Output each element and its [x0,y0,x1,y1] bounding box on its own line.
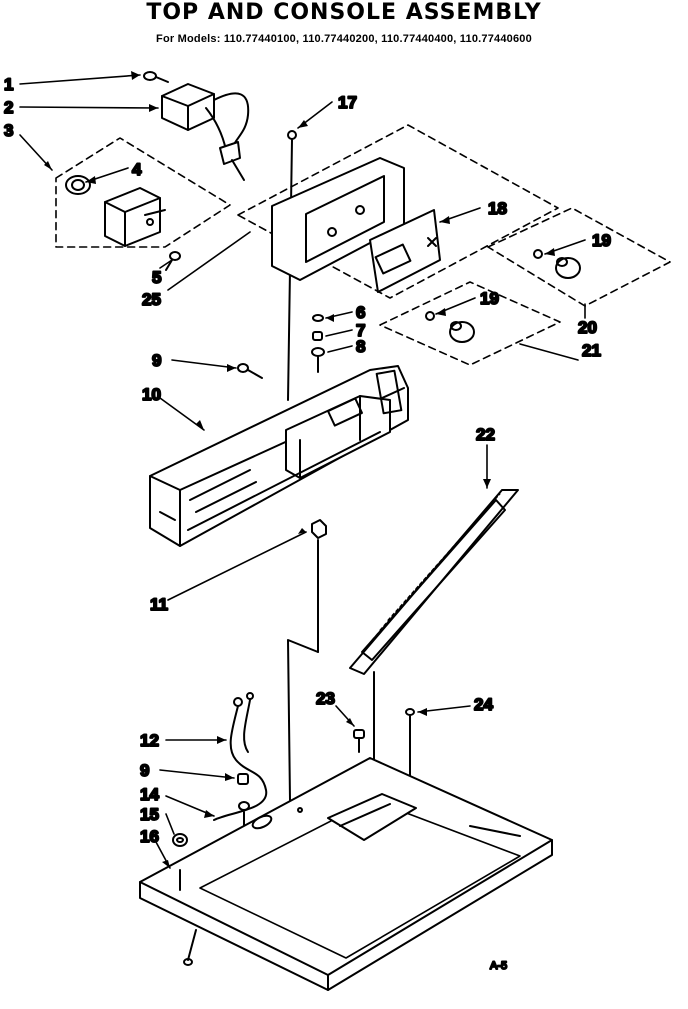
callout-11: 11 [150,595,168,614]
dashed-group-outlines [55,124,671,366]
callout-18: 18 [488,199,507,218]
fasteners-parts-6-7-8 [311,314,325,373]
callout-10: 10 [142,385,161,404]
console-part-10 [149,365,409,547]
callout-24: 24 [474,695,493,714]
callout-19-lower: 19 [480,289,499,308]
diagram-title: TOP AND CONSOLE ASSEMBLY [146,0,542,25]
timer-group-box [55,137,231,248]
callout-15: 15 [140,805,159,824]
callout-9-lower: 9 [140,761,149,780]
callout-16: 16 [140,827,159,846]
callout-8: 8 [356,337,365,356]
leader-arrowheads [44,71,555,868]
screw-part-24 [405,708,415,777]
callout-21: 21 [582,341,601,360]
callout-5: 5 [152,268,161,287]
callout-20: 20 [578,318,597,337]
callout-22: 22 [476,425,495,444]
callout-7: 7 [356,321,365,340]
screw-part-5 [165,251,181,271]
drawing-code: A-5 [490,960,507,972]
switch-part-2 [161,83,250,181]
timer-part-3 [104,187,166,247]
callout-4: 4 [132,160,142,179]
knob-group-box-lower [379,281,561,366]
lint-screen-part-22 [349,489,519,811]
knob-part-4 [65,175,91,195]
wire-harness-part-12 [213,692,268,821]
callout-9-upper: 9 [152,351,161,370]
model-numbers: For Models: 110.77440100, 110.77440200, … [156,33,532,45]
screw-part-1 [143,71,169,83]
screw-part-23 [353,729,365,753]
callout-25: 25 [142,290,161,309]
callout-23: 23 [316,689,335,708]
knob-part-19-lower [425,311,475,343]
callout-3: 3 [4,121,13,140]
callout-12: 12 [140,731,159,750]
control-panel-part-18 [271,157,441,293]
callout-1: 1 [4,75,13,94]
callout-17: 17 [338,93,357,112]
callout-6: 6 [356,303,365,322]
screw-part-9-upper [237,363,263,379]
top-panel-part-16 [139,757,553,991]
callout-2: 2 [4,98,13,117]
control-panel-group-box [237,124,559,299]
nut-part-11 [287,519,327,801]
knob-part-19-upper [533,249,581,279]
knob-group-box-upper [487,207,671,307]
callout-19-upper: 19 [592,231,611,250]
callout-14: 14 [140,785,159,804]
